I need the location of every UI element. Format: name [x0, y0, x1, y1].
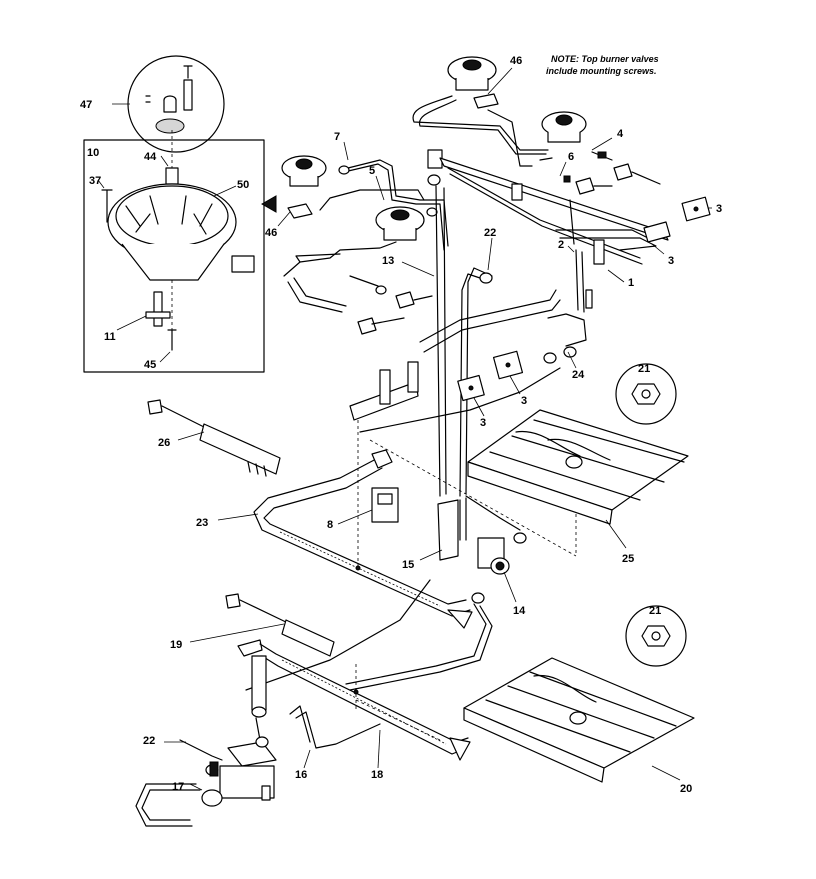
callout-2: 2	[558, 239, 564, 251]
burner-venturi	[251, 655, 267, 711]
fitting-24	[547, 313, 587, 347]
detail-box	[83, 139, 265, 373]
igniter-26	[199, 423, 281, 475]
callout-11: 11	[104, 331, 116, 343]
callout-25: 25	[622, 553, 634, 565]
bake-valve-bracket	[227, 741, 277, 767]
callout-46-left: 46	[265, 227, 277, 239]
callout-4: 4	[617, 128, 624, 140]
valve-bracket-46-top	[473, 93, 499, 109]
bracket-2	[575, 249, 585, 313]
callout-3-lower: 3	[521, 395, 527, 407]
callout-labels: 47 10 44 37 50 11 45 7 5 46 46 4 6 3 3 3…	[80, 55, 722, 795]
hex-nut-icon-2	[641, 625, 671, 647]
burner-detail-inset	[83, 55, 265, 373]
callout-44: 44	[144, 151, 157, 163]
burner-cap	[155, 118, 185, 134]
bake-burner-18	[259, 643, 469, 743]
manifold-rail-upper	[439, 157, 669, 241]
callout-19: 19	[170, 639, 182, 651]
igniter-electrode-11	[153, 291, 163, 327]
callout-6: 6	[568, 151, 574, 163]
callout-17: 17	[172, 781, 184, 793]
callout-1: 1	[628, 277, 634, 289]
top-burner-assembly	[260, 56, 661, 335]
valve-bracket-46	[287, 203, 313, 219]
manifold-lower	[419, 289, 557, 343]
burner-tube-stub	[231, 255, 255, 273]
callout-18: 18	[371, 769, 383, 781]
oven-thermostat-8	[371, 487, 399, 523]
callout-7: 7	[334, 131, 340, 143]
callout-13: 13	[382, 255, 394, 267]
leader-lines	[164, 67, 712, 791]
callout-21-lower: 21	[649, 605, 661, 617]
orifice-spud	[163, 100, 177, 113]
screw-37-icon	[101, 189, 113, 223]
callout-14: 14	[513, 605, 526, 617]
callout-47: 47	[80, 99, 92, 111]
callout-3-right: 3	[716, 203, 722, 215]
callout-23: 23	[196, 517, 208, 529]
valve-bracket-15	[437, 499, 459, 561]
note-line-1: NOTE: Top burner valves	[551, 54, 659, 64]
bake-valve-17	[219, 765, 275, 799]
callout-50: 50	[237, 179, 249, 191]
callout-21-upper: 21	[638, 363, 650, 375]
orifice-fitting-a	[357, 317, 377, 335]
callout-24: 24	[572, 369, 585, 381]
orifice-fitting-c	[575, 177, 595, 195]
callout-10: 10	[87, 147, 99, 159]
gas-tube-22-lower	[179, 739, 223, 761]
burner-orifice	[165, 167, 179, 185]
callout-15: 15	[402, 559, 414, 571]
callout-16: 16	[295, 769, 307, 781]
callout-5: 5	[369, 165, 375, 177]
heat-shields	[463, 363, 695, 783]
note-line-2: include mounting screws.	[546, 66, 657, 76]
burner-ports	[125, 195, 213, 235]
callout-3-left: 3	[480, 417, 486, 429]
orifice-fitting-b	[395, 291, 415, 309]
gas-tube-1	[412, 95, 549, 151]
pointer-arrow	[260, 195, 277, 213]
callout-8: 8	[327, 519, 333, 531]
screw-icon	[183, 65, 193, 79]
gas-manifold	[349, 149, 711, 497]
burner-skirt	[121, 243, 225, 281]
broil-burner-tube-23	[253, 457, 471, 617]
callout-20: 20	[680, 783, 692, 795]
igniter-plug-26	[147, 399, 163, 415]
oven-valve-area	[357, 420, 577, 604]
callout-22-upper: 22	[484, 227, 496, 239]
callout-45: 45	[144, 359, 156, 371]
callout-46-top: 46	[510, 55, 522, 67]
bake-burner-assembly	[135, 579, 493, 827]
callout-22-lower: 22	[143, 735, 155, 747]
gas-pipe-13	[435, 185, 447, 497]
broil-burner-assembly	[147, 399, 473, 629]
hex-nut-icon	[631, 383, 661, 405]
igniter-electrode	[183, 79, 193, 111]
igniter-plug-19	[225, 593, 241, 609]
screw-45-icon	[167, 329, 177, 351]
orifice-fitting-d	[613, 163, 633, 181]
gas-tube-16	[295, 711, 381, 749]
callout-3-mid: 3	[668, 255, 674, 267]
igniter-19	[281, 619, 335, 657]
callout-26: 26	[158, 437, 170, 449]
gas-tube-left	[287, 281, 343, 313]
callout-37: 37	[89, 175, 101, 187]
